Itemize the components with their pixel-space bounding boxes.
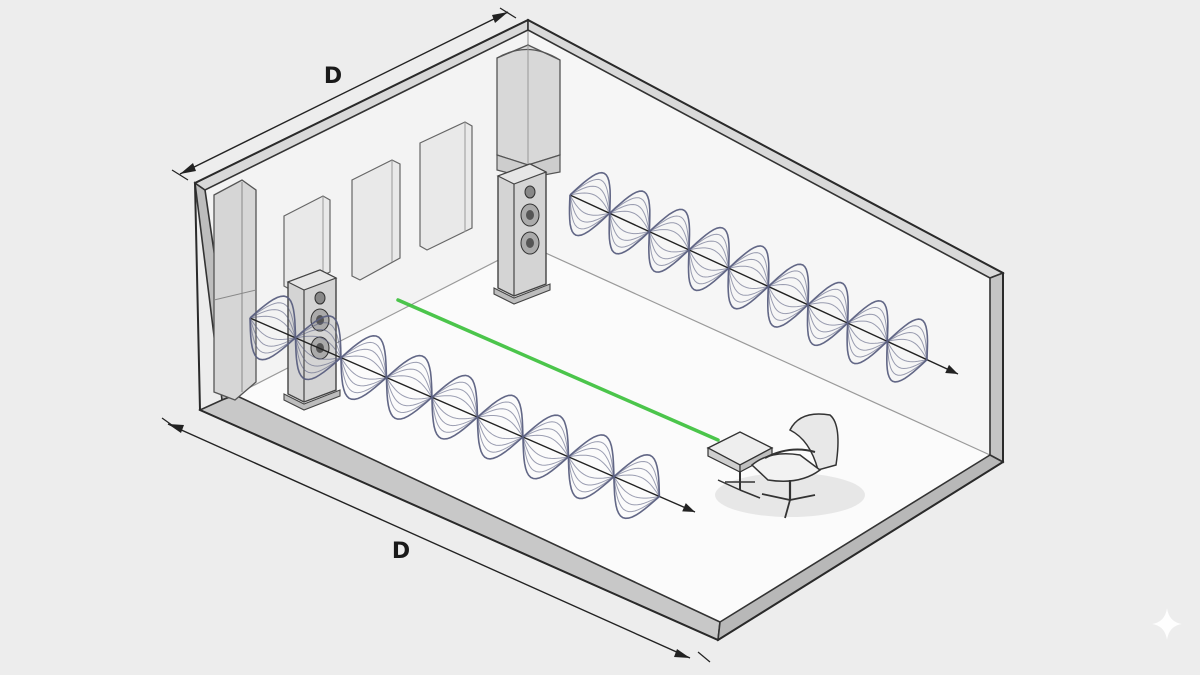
standing-waves — [249, 171, 959, 520]
wave-curve — [569, 192, 928, 360]
wave-curve — [249, 302, 660, 497]
wave-curve — [569, 178, 928, 360]
rear-speaker — [493, 163, 551, 305]
dimension-label-top: D — [324, 64, 342, 89]
wave-curve — [249, 295, 661, 500]
propagation-axis — [569, 194, 959, 375]
listening-position — [706, 413, 865, 519]
standing-wave-side — [568, 171, 959, 383]
acoustic-panel-icon — [351, 159, 401, 281]
dimension-top: D — [171, 7, 517, 181]
acoustic-treatment — [213, 44, 561, 401]
wave-curve — [569, 194, 928, 363]
bass-trap-icon — [496, 44, 561, 179]
dimension-label-bottom: D — [392, 539, 410, 564]
ottoman-icon — [706, 431, 774, 499]
acoustic-panel-icon — [283, 195, 331, 291]
dimension-bottom: D — [161, 417, 711, 663]
wave-curve — [249, 317, 660, 506]
standing-wave-front — [249, 295, 696, 520]
first-reflection-path — [396, 298, 720, 442]
wave-curve — [569, 171, 929, 365]
arrowhead — [945, 364, 958, 374]
wave-curve — [569, 194, 928, 376]
wave-curve — [249, 315, 660, 520]
floor — [235, 245, 990, 622]
right-wall-cap — [989, 271, 1004, 464]
acoustic-panel-icon — [419, 121, 473, 251]
room-outline — [194, 18, 1004, 642]
floor-standing-speaker-icon — [493, 163, 551, 305]
arrowhead — [682, 503, 695, 512]
wave-curve — [249, 309, 660, 497]
lounge-chair-icon — [750, 413, 839, 519]
propagation-axis — [249, 317, 696, 513]
wave-curve — [249, 317, 660, 513]
wave-curve — [569, 194, 928, 370]
bass-trap-icon — [213, 179, 257, 401]
right-wall — [528, 30, 990, 455]
sparkle-icon — [1152, 608, 1182, 640]
wave-curve — [249, 315, 660, 497]
wave-curve — [249, 317, 660, 499]
wave-curve — [569, 185, 928, 360]
wave-curve — [568, 190, 928, 383]
